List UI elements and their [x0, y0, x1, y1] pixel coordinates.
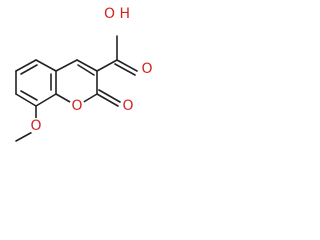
- bond: [55, 59, 78, 72]
- atom-mask: [28, 118, 44, 134]
- bond: [76, 59, 98, 72]
- double-bond-inner: [20, 90, 38, 101]
- ring-oxygen-label: O: [71, 98, 82, 114]
- lactone-carbonyl: [96, 89, 121, 107]
- double-bond: [98, 89, 121, 103]
- bond: [15, 59, 37, 72]
- benzene-ring: [15, 59, 57, 107]
- lactone-oxygen-label: O: [122, 98, 133, 114]
- double-bond-inner: [20, 64, 38, 75]
- carboxyl-oxygen-label: O: [141, 61, 152, 77]
- double-bond: [96, 93, 119, 107]
- bond: [35, 59, 57, 72]
- atom-mask: [139, 61, 155, 77]
- chemical-structure-diagram: O H O O O O: [15, 2, 155, 142]
- atom-mask: [120, 98, 136, 114]
- double-bond: [114, 63, 136, 76]
- hydroxyl-label: O H: [104, 6, 130, 22]
- carboxylic-acid-group: [96, 35, 138, 76]
- bond: [96, 59, 118, 72]
- bond: [15, 93, 37, 107]
- bond: [35, 93, 57, 107]
- atom-mask: [69, 98, 85, 114]
- double-bond-inner: [77, 64, 95, 76]
- atom-mask: [105, 2, 129, 26]
- methoxy-oxygen-label: O: [30, 118, 41, 134]
- double-bond: [116, 59, 138, 72]
